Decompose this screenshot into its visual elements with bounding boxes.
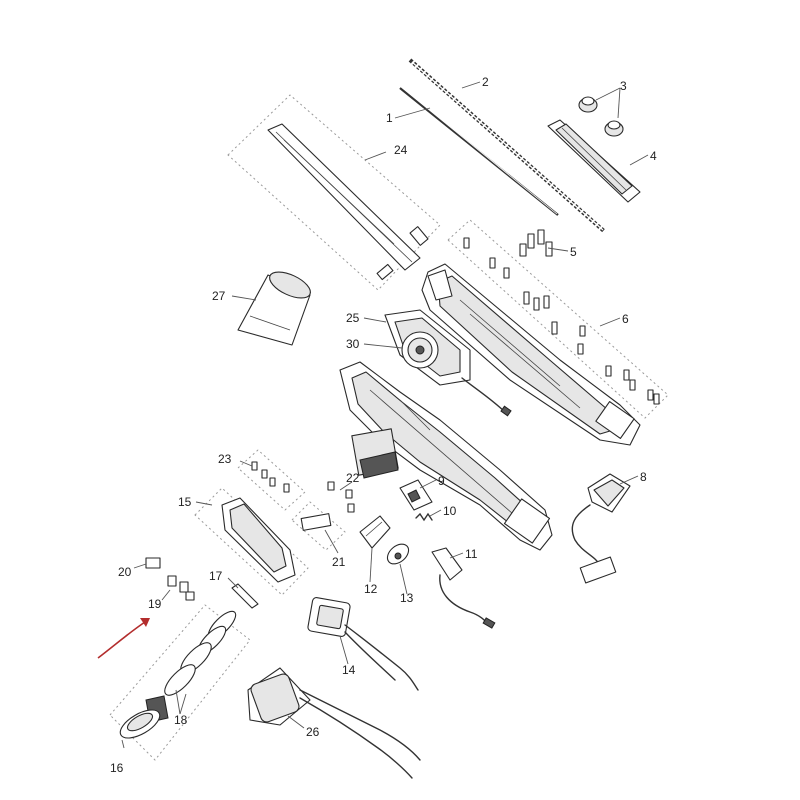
group-boxes: [109, 94, 669, 761]
gear-stack-part-18: [145, 610, 237, 723]
callout-14: 14: [342, 663, 356, 677]
callout-26: 26: [306, 725, 320, 739]
base-disc-part-16: [119, 709, 161, 749]
switch-block-part-8: [571, 473, 631, 584]
group-box-21: [291, 501, 346, 551]
callout-labels: 1 2 3 4 5 6 8 9 10 11 12 13 14 15 16 17 …: [110, 75, 657, 775]
screws-part-22: [327, 481, 355, 513]
chain-part-2: [408, 58, 607, 234]
callout-25: 25: [346, 311, 360, 325]
gear-stack: [351, 428, 399, 479]
parts-19: [167, 575, 195, 601]
callout-2: 2: [482, 75, 489, 89]
group-box-pins: [447, 219, 669, 419]
trigger-part-11: [431, 547, 496, 629]
button-part-13: [386, 543, 410, 565]
parts-21: [300, 513, 332, 531]
callout-11: 11: [465, 547, 478, 561]
callout-3: 3: [620, 79, 627, 93]
switch-box-part-14: [307, 597, 419, 691]
callout-20: 20: [118, 565, 132, 579]
callout-12: 12: [364, 582, 378, 596]
clip-part-20: [145, 557, 161, 569]
callout-19: 19: [148, 597, 162, 611]
callout-27: 27: [212, 289, 226, 303]
bracket-part-12: [359, 515, 391, 549]
callout-9: 9: [438, 474, 445, 488]
callout-4: 4: [650, 149, 657, 163]
callout-22: 22: [346, 471, 360, 485]
gear-part-30: [401, 331, 512, 417]
pins-part-6: [463, 237, 660, 405]
pins-part-5: [519, 229, 553, 257]
group-box-15: [194, 487, 309, 596]
highlight-arrow: [97, 618, 150, 659]
guide-bar-part-24: [267, 123, 429, 281]
callout-6: 6: [622, 312, 629, 326]
battery-cup-part-27: [237, 271, 311, 346]
callout-21: 21: [332, 555, 346, 569]
leader-lines: [133, 81, 649, 729]
callout-8: 8: [640, 470, 647, 484]
callout-18: 18: [174, 713, 188, 727]
guide-strip-part-1: [399, 86, 559, 216]
callout-10: 10: [443, 504, 457, 518]
cover-part-4: [547, 119, 641, 203]
group-box-18: [109, 604, 251, 761]
callout-15: 15: [178, 495, 192, 509]
callout-16: 16: [110, 761, 124, 775]
motor-part-26: [247, 667, 421, 779]
callout-1: 1: [386, 111, 393, 125]
latch-part-9: [399, 479, 433, 511]
screws-part-23: [251, 461, 290, 493]
callout-17: 17: [209, 569, 223, 583]
callout-24: 24: [394, 143, 408, 157]
callout-23: 23: [218, 452, 232, 466]
pin-part-17: [231, 583, 259, 609]
callout-5: 5: [570, 245, 577, 259]
callout-30: 30: [346, 337, 360, 351]
group-box-bar: [227, 94, 441, 291]
upper-housing: [421, 263, 641, 446]
housing-part-15: [221, 497, 296, 583]
knobs-part-3: [578, 96, 624, 137]
spring-part-10: [415, 512, 433, 522]
callout-13: 13: [400, 591, 414, 605]
